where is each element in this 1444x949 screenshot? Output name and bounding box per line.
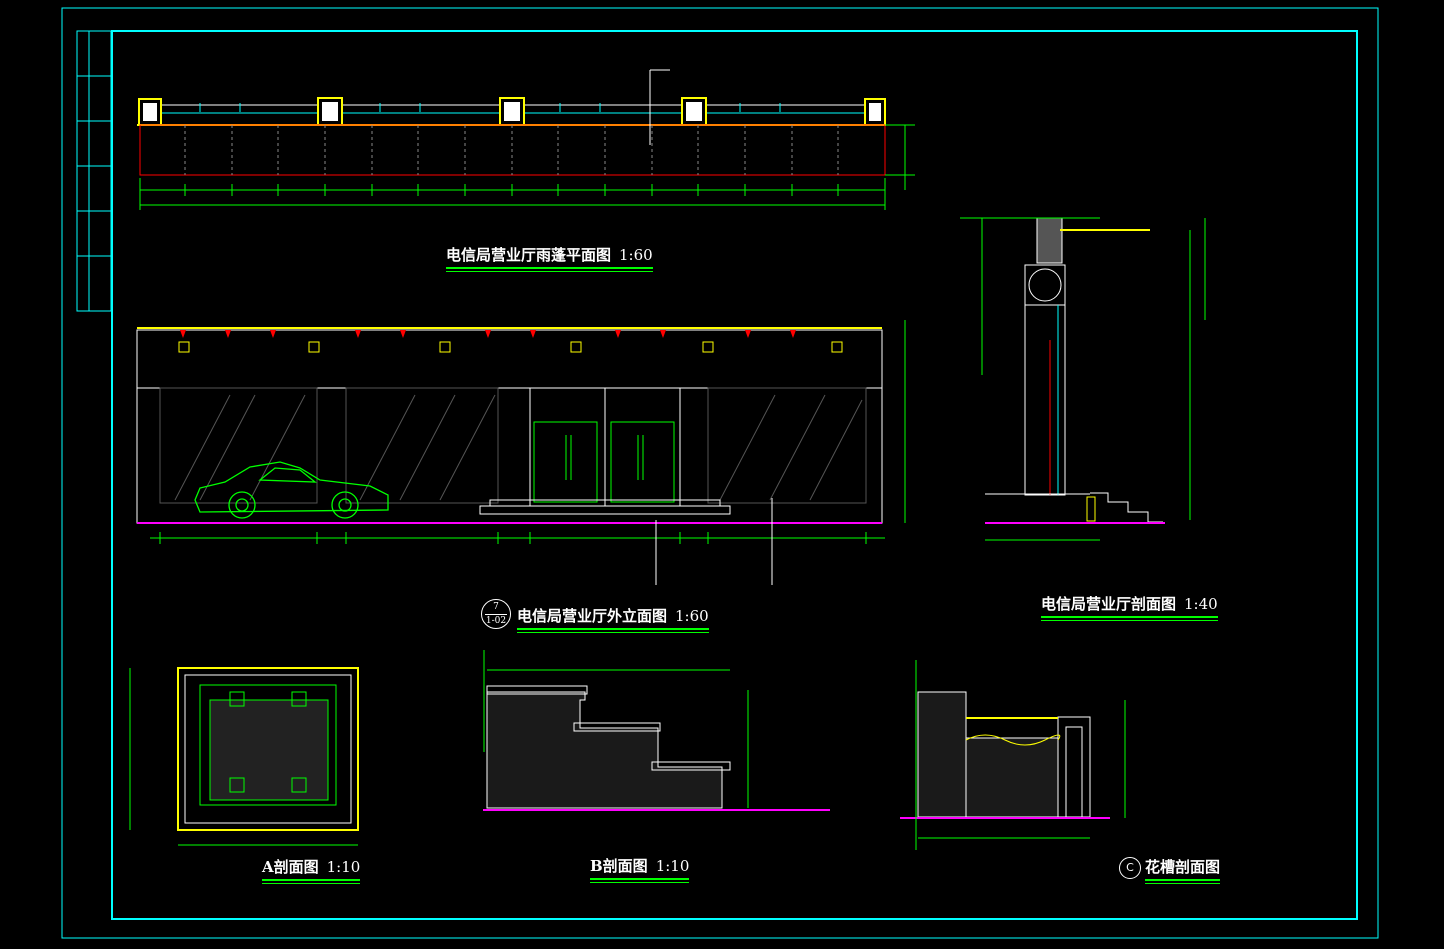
hall-section-title: 电信局营业厅剖面图 1:40 bbox=[1041, 593, 1218, 621]
hall-section-scale: 1:40 bbox=[1184, 595, 1218, 613]
facade-detail-bubble: 7 1-02 bbox=[481, 599, 511, 629]
section-a-title: A剖面图 1:10 bbox=[262, 856, 361, 884]
facade-bubble-top: 7 bbox=[493, 602, 499, 612]
planter-section-drawing bbox=[900, 660, 1126, 850]
section-a-title-text: A剖面图 bbox=[262, 858, 319, 876]
facade-elevation-scale: 1:60 bbox=[675, 607, 709, 625]
hall-section-title-text: 电信局营业厅剖面图 bbox=[1041, 595, 1177, 613]
facade-elevation-drawing bbox=[136, 320, 906, 585]
section-b-title-text: B剖面图 bbox=[590, 857, 648, 875]
canopy-plan-title-text: 电信局营业厅雨蓬平面图 bbox=[446, 246, 612, 264]
planter-section-bubble: C bbox=[1119, 857, 1141, 879]
canopy-plan-drawing bbox=[137, 69, 915, 210]
facade-elevation-title-text: 电信局营业厅外立面图 bbox=[517, 607, 668, 625]
hall-section-drawing bbox=[960, 217, 1206, 541]
car-icon bbox=[194, 461, 389, 519]
planter-section-title-text: 花槽剖面图 bbox=[1145, 858, 1221, 876]
facade-elevation-title: 电信局营业厅外立面图 1:60 bbox=[517, 605, 709, 633]
section-a-scale: 1:10 bbox=[326, 858, 361, 876]
outer-frame bbox=[61, 7, 1379, 939]
title-strip bbox=[76, 30, 112, 312]
planter-section-title: 花槽剖面图 bbox=[1145, 856, 1221, 884]
section-b-drawing bbox=[483, 650, 830, 811]
section-b-title: B剖面图 1:10 bbox=[590, 855, 690, 883]
canopy-plan-title: 电信局营业厅雨蓬平面图 1:60 bbox=[446, 244, 653, 272]
section-b-scale: 1:10 bbox=[655, 857, 690, 875]
inner-frame bbox=[111, 30, 1358, 920]
canopy-plan-scale: 1:60 bbox=[619, 246, 653, 264]
section-a-drawing bbox=[129, 667, 359, 846]
facade-bubble-bottom: 1-02 bbox=[485, 616, 507, 626]
